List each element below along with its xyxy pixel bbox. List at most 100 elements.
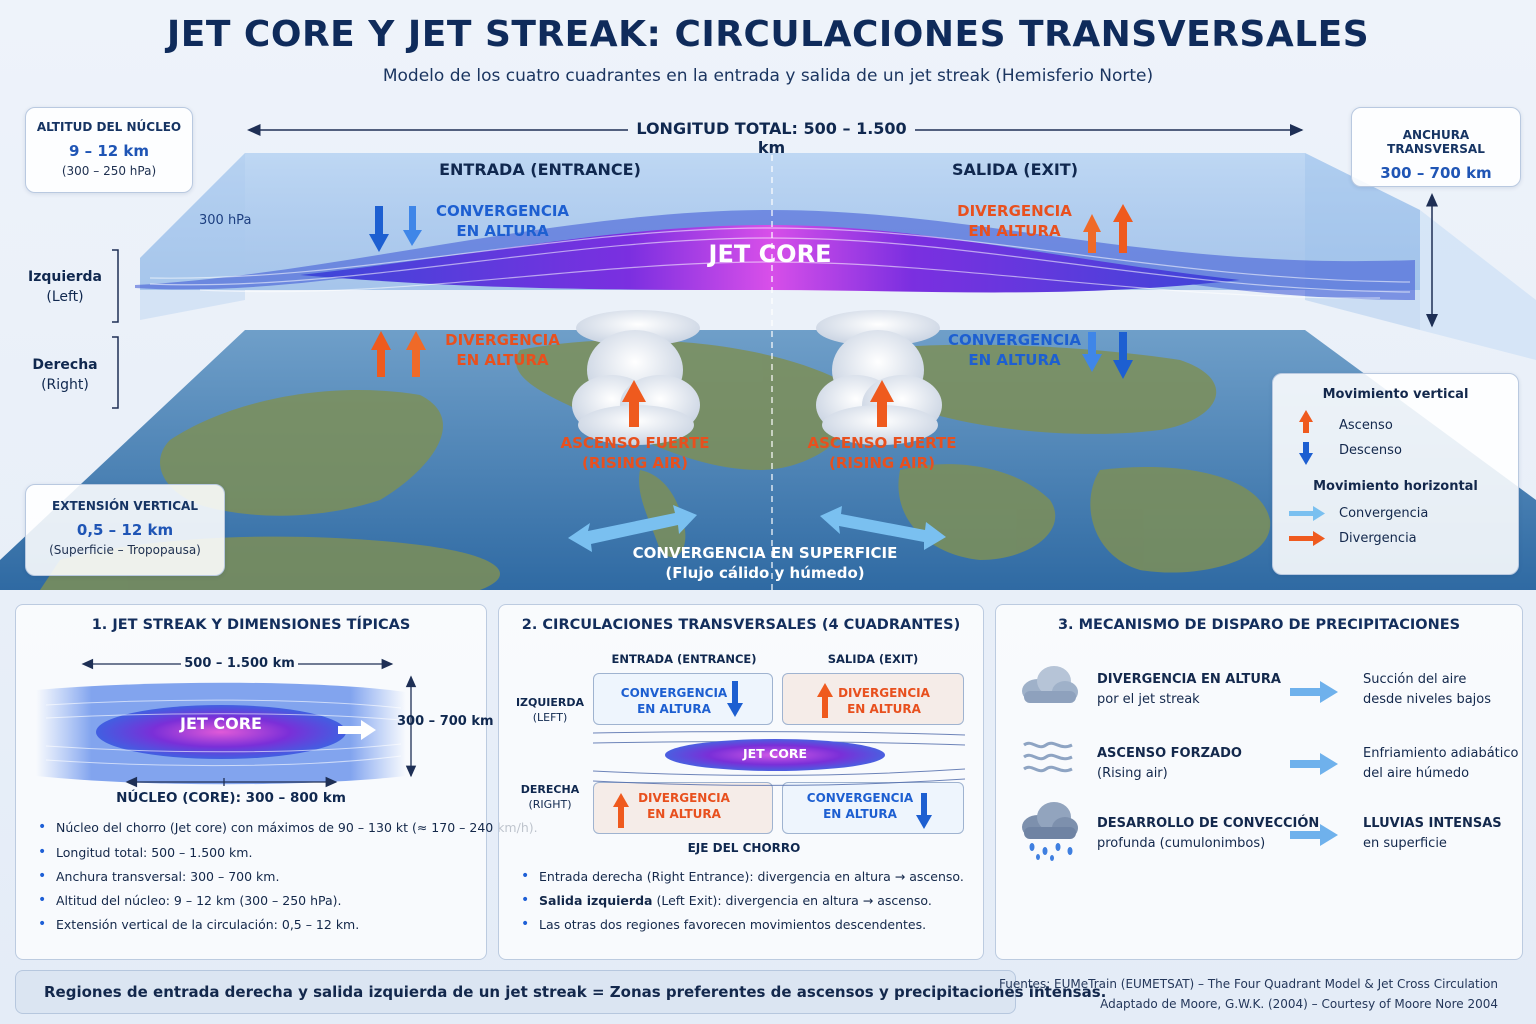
panel2-exit-label: SALIDA (EXIT): [827, 652, 919, 666]
core-altitude-value: 9 – 12 km: [68, 142, 150, 160]
jet-core-label: JET CORE: [708, 240, 832, 268]
rising-arrow-1: [622, 380, 646, 427]
mech-row2-sub: (Rising air): [1097, 766, 1168, 781]
panel2-ql-exit-l1: DIVERGENCIA: [838, 686, 930, 700]
exit-label: SALIDA (EXIT): [951, 160, 1079, 179]
legend-ascent: Ascenso: [1339, 418, 1393, 433]
vertical-extent-heading: EXTENSIÓN VERTICAL: [52, 499, 198, 513]
quadrant-exit-right-label: CONVERGENCIA EN ALTURA: [942, 330, 1087, 370]
mech-row2-heading: ASCENSO FORZADO: [1097, 746, 1242, 761]
transverse-width-heading: ANCHURA TRANSVERSAL: [1387, 128, 1485, 156]
panel2-qr-exit-l1: CONVERGENCIA: [806, 791, 914, 805]
transverse-width-value: 300 – 700 km: [1380, 164, 1492, 182]
quadrant-right-exit: [782, 782, 964, 834]
panel-precipitation-mechanism: 3. MECANISMO DE DISPARO DE PRECIPITACION…: [995, 604, 1523, 960]
descent-arrows-exit-right: [1082, 332, 1133, 379]
mech-row1-sub: por el jet streak: [1097, 692, 1200, 707]
summary-banner: Regiones de entrada derecha y salida izq…: [15, 970, 1106, 1014]
panel1-jet-diagram: [36, 658, 417, 788]
core-altitude-pressure: (300 – 250 hPa): [61, 164, 157, 178]
panel2-axis-label: EJE DEL CHORRO: [687, 841, 801, 855]
quadrant-entrance-left-label: CONVERGENCIA EN ALTURA: [430, 201, 575, 241]
panel1-bullet-2: Longitud total: 500 – 1.500 km.: [38, 844, 252, 860]
panel2-qr-exit-label: CONVERGENCIA EN ALTURA: [805, 790, 915, 822]
quadrant-exit-right-l1: CONVERGENCIA: [947, 331, 1082, 349]
rising-air-2-l2: (RISING AIR): [828, 454, 936, 472]
mech-row3-result-sub: en superficie: [1363, 836, 1447, 851]
quadrant-entrance-left-l1: CONVERGENCIA: [435, 202, 570, 220]
right-bracket: [112, 336, 119, 409]
panel1-bullet-4: Altitud del núcleo: 9 – 12 km (300 – 250…: [38, 892, 341, 908]
cumulonimbus-cloud-1: [572, 310, 700, 445]
total-length-label: LONGITUD TOTAL: 500 – 1.500 km: [636, 119, 907, 157]
page-title: JET CORE Y JET STREAK: CIRCULACIONES TRA…: [166, 14, 1370, 55]
rain-cloud-icon: [1022, 802, 1078, 861]
entrance-label: ENTRADA (ENTRANCE): [439, 160, 641, 179]
panel2-bullet-1-bold: Entrada derecha: [539, 869, 643, 884]
vertical-extent-value: 0,5 – 12 km: [76, 521, 174, 539]
legend-convergence: Convergencia: [1339, 506, 1429, 521]
panel2-jet-core-label: JET CORE: [742, 746, 808, 761]
panel2-ql-entrance-label: CONVERGENCIA EN ALTURA: [619, 685, 729, 717]
ascent-arrows-entrance-right: [371, 331, 426, 377]
panel2-qr-exit-l2: EN ALTURA: [823, 807, 897, 821]
panel2-left-text: IZQUIERDA: [515, 696, 585, 709]
panel2-ql-exit-l2: EN ALTURA: [847, 702, 921, 716]
panel1-length-label: 500 – 1.500 km: [184, 656, 295, 671]
rising-air-1-l1: ASCENSO FUERTE: [560, 434, 710, 452]
rising-air-label-2: ASCENSO FUERTE (RISING AIR): [807, 433, 957, 473]
panel2-title: 2. CIRCULACIONES TRANSVERSALES (4 CUADRA…: [521, 617, 961, 633]
panel2-entrance-label: ENTRADA (ENTRANCE): [611, 652, 757, 666]
source-line-1: Fuentes: EUMeTrain (EUMETSAT) – The Four…: [999, 977, 1498, 991]
surface-convergence-label: CONVERGENCIA EN SUPERFICIE (Flujo cálido…: [600, 543, 930, 583]
legend-vertical-title: Movimiento vertical: [1322, 387, 1469, 402]
surface-convergence-l2: (Flujo cálido y húmedo): [665, 564, 865, 582]
panel2-right-label: DERECHA (RIGHT): [509, 782, 591, 812]
cumulonimbus-cloud-2: [816, 310, 942, 445]
panel2-qr-entrance-label: DIVERGENCIA EN ALTURA: [629, 790, 739, 822]
panel2-right-sub: (RIGHT): [528, 798, 572, 811]
arrow-right-icon-3: [1290, 824, 1338, 846]
panel2-qr-entrance-l2: EN ALTURA: [647, 807, 721, 821]
quadrant-left-exit: [782, 673, 964, 725]
left-side-sub: (Left): [46, 289, 84, 305]
mech-row1-heading: DIVERGENCIA EN ALTURA: [1097, 672, 1281, 687]
level-300hpa-label: 300 hPa: [199, 213, 252, 228]
mech-row2-result-l1: Enfriamiento adiabático: [1363, 746, 1519, 761]
right-side-text: Derecha: [32, 357, 98, 373]
panel3-title: 3. MECANISMO DE DISPARO DE PRECIPITACION…: [1057, 617, 1461, 633]
surface-convergence-l1: CONVERGENCIA EN SUPERFICIE: [632, 544, 898, 562]
mech-row1-result-l1: Succión del aire: [1363, 672, 1467, 687]
panel2-bullet-3: Las otras dos regiones favorecen movimie…: [521, 916, 926, 932]
vertical-extent-range: (Superficie – Tropopausa): [49, 543, 201, 557]
left-bracket: [112, 249, 119, 323]
rising-air-label-1: ASCENSO FUERTE (RISING AIR): [560, 433, 710, 473]
panel2-bullet-2-bold: Salida izquierda: [539, 893, 653, 908]
legend-descent: Descenso: [1339, 443, 1402, 458]
panel1-width-label: 300 – 700 km: [397, 714, 494, 729]
legend-arrows-horizontal: [1289, 506, 1325, 546]
arrow-right-icon-1: [1290, 681, 1338, 703]
jet-streak-scene: [0, 124, 1536, 590]
ascent-arrows-exit-left: [1083, 204, 1133, 253]
panel2-ql-exit-label: DIVERGENCIA EN ALTURA: [829, 685, 939, 717]
panel1-title: 1. JET STREAK Y DIMENSIONES TÍPICAS: [91, 617, 411, 633]
panel2-bullet-2: Salida izquierda (Left Exit): divergenci…: [521, 892, 932, 908]
quadrant-entrance-right-l2: EN ALTURA: [456, 351, 549, 369]
legend-horizontal-title: Movimiento horizontal: [1313, 479, 1478, 494]
quadrant-entrance-left-l2: EN ALTURA: [456, 222, 549, 240]
page-subtitle: Modelo de los cuatro cuadrantes en la en…: [382, 66, 1154, 86]
mech-row3-sub: profunda (cumulonimbos): [1097, 836, 1266, 851]
legend-box: Movimiento vertical Ascenso Descenso Mov…: [1272, 373, 1519, 575]
panel1-jet-core-label: JET CORE: [180, 714, 262, 733]
arrow-right-icon-2: [1290, 753, 1338, 775]
legend-divergence: Divergencia: [1339, 531, 1417, 546]
panel2-bullet-2-rest: (Left Exit): divergencia en altura → asc…: [652, 893, 932, 908]
panel-jet-streak-dimensions: 1. JET STREAK Y DIMENSIONES TÍPICAS 500 …: [15, 604, 538, 960]
legend-arrows-vertical: [1299, 410, 1313, 465]
quadrant-exit-right-l2: EN ALTURA: [968, 351, 1061, 369]
right-side-label: Derecha (Right): [20, 355, 110, 395]
quadrant-entrance-right-l1: DIVERGENCIA: [445, 331, 560, 349]
panel1-core-dimension: NÚCLEO (CORE): 300 – 800 km: [116, 790, 346, 806]
transverse-width-box: ANCHURA TRANSVERSAL 300 – 700 km: [1351, 107, 1521, 187]
